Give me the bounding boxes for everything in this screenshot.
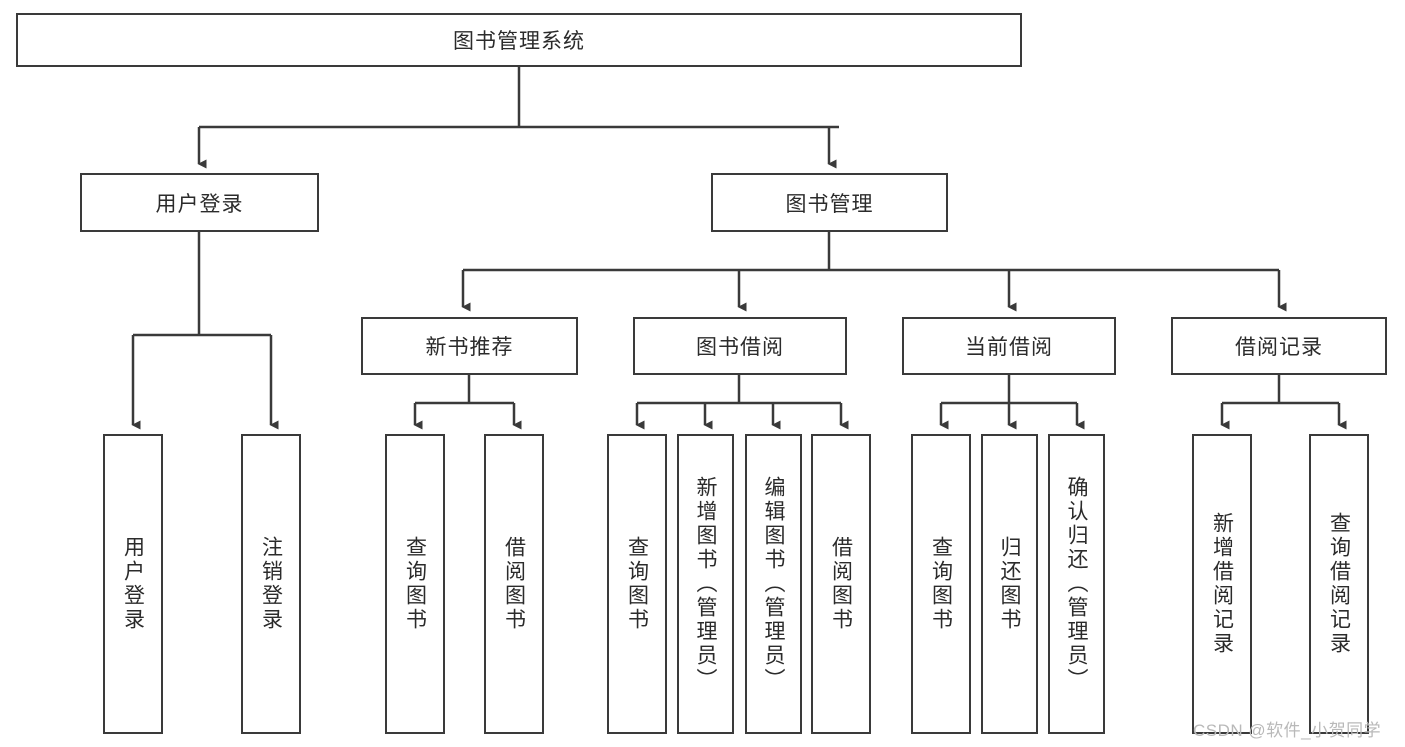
node-label: 确认归还（管理员） bbox=[1065, 476, 1088, 692]
node-label: 借阅图书 bbox=[829, 536, 853, 632]
node-book-management[interactable]: 图书管理 bbox=[711, 173, 948, 232]
leaf-user-login-signout[interactable]: 注销登录 bbox=[241, 434, 301, 734]
node-label: 图书管理 bbox=[785, 192, 874, 216]
node-label: 图书管理系统 bbox=[453, 30, 585, 53]
leaf-recommend-borrow-book[interactable]: 借阅图书 bbox=[484, 434, 544, 734]
node-label: 查询图书 bbox=[929, 536, 953, 632]
node-label: 图书借阅 bbox=[696, 336, 784, 359]
node-label: 新书推荐 bbox=[425, 336, 514, 359]
node-label: 当前借阅 bbox=[965, 336, 1053, 359]
node-label: 查询借阅记录 bbox=[1327, 512, 1351, 656]
leaf-borrow-borrow-book[interactable]: 借阅图书 bbox=[811, 434, 871, 734]
leaf-current-return-book[interactable]: 归还图书 bbox=[981, 434, 1038, 734]
node-current-borrow[interactable]: 当前借阅 bbox=[902, 317, 1116, 375]
csdn-watermark: CSDN @软件_小贺同学 bbox=[1193, 716, 1381, 741]
leaf-borrow-add-book-admin[interactable]: 新增图书（管理员） bbox=[677, 434, 734, 734]
node-label: 借阅记录 bbox=[1235, 336, 1323, 359]
watermark-text: CSDN @软件_小贺同学 bbox=[1193, 721, 1382, 740]
node-label: 新增借阅记录 bbox=[1210, 512, 1234, 656]
node-label: 注销登录 bbox=[259, 536, 283, 632]
node-borrow-record[interactable]: 借阅记录 bbox=[1171, 317, 1387, 375]
node-label: 归还图书 bbox=[998, 536, 1021, 632]
leaf-recommend-query-book[interactable]: 查询图书 bbox=[385, 434, 445, 734]
leaf-user-login-signin[interactable]: 用户登录 bbox=[103, 434, 163, 734]
node-root-system[interactable]: 图书管理系统 bbox=[16, 13, 1022, 67]
node-label: 编辑图书（管理员） bbox=[762, 476, 785, 692]
leaf-current-query-book[interactable]: 查询图书 bbox=[911, 434, 971, 734]
node-label: 用户登录 bbox=[155, 192, 244, 216]
leaf-current-confirm-return-admin[interactable]: 确认归还（管理员） bbox=[1048, 434, 1105, 734]
leaf-borrow-edit-book-admin[interactable]: 编辑图书（管理员） bbox=[745, 434, 802, 734]
node-book-borrow[interactable]: 图书借阅 bbox=[633, 317, 847, 375]
node-new-book-recommend[interactable]: 新书推荐 bbox=[361, 317, 578, 375]
node-label: 新增图书（管理员） bbox=[694, 476, 717, 692]
node-label: 查询图书 bbox=[625, 536, 649, 632]
node-user-login[interactable]: 用户登录 bbox=[80, 173, 319, 232]
leaf-borrow-query-book[interactable]: 查询图书 bbox=[607, 434, 667, 734]
leaf-record-query-borrow-record[interactable]: 查询借阅记录 bbox=[1309, 434, 1369, 734]
leaf-record-add-borrow-record[interactable]: 新增借阅记录 bbox=[1192, 434, 1252, 734]
node-label: 用户登录 bbox=[121, 536, 145, 632]
node-label: 查询图书 bbox=[403, 536, 427, 632]
node-label: 借阅图书 bbox=[502, 536, 526, 632]
